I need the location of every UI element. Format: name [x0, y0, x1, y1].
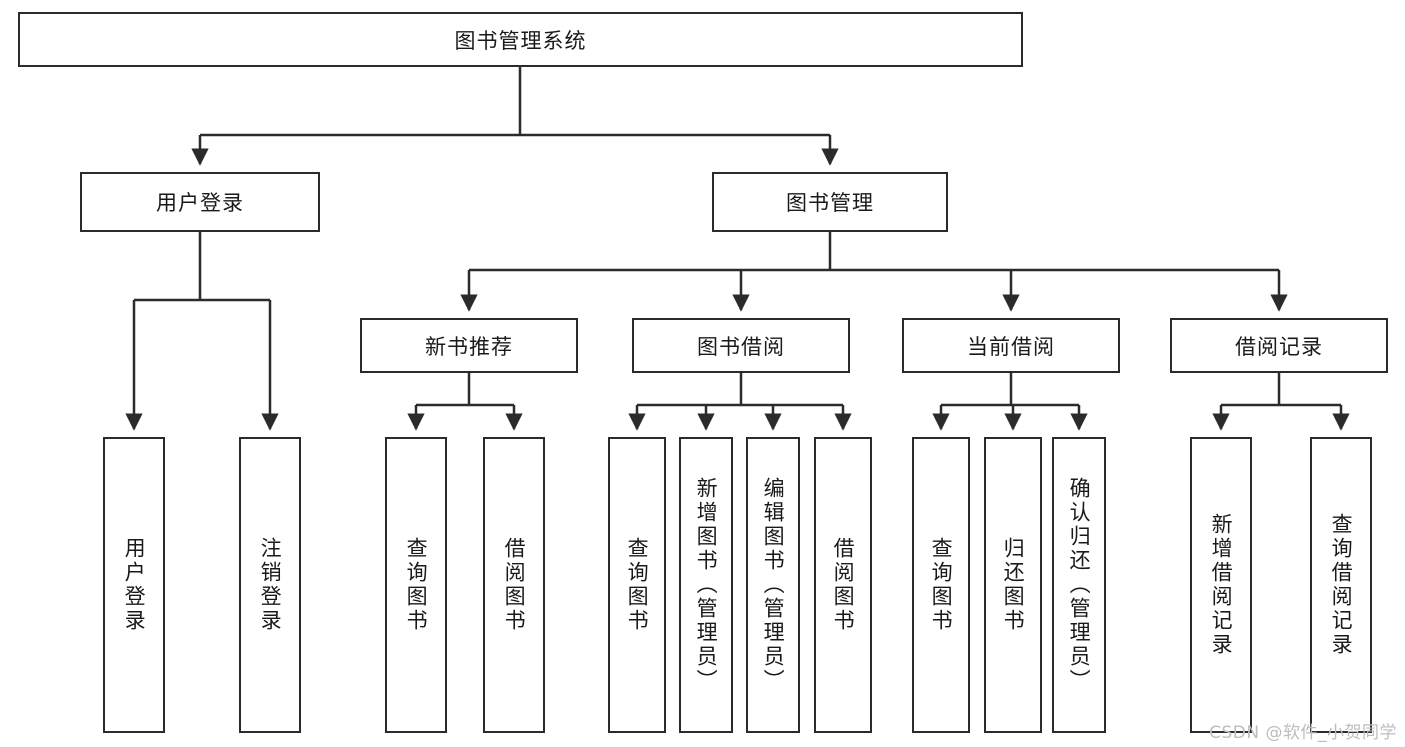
- node-leaf-confirm-return-admin-label: 确认归还（管理员）: [1067, 477, 1092, 693]
- node-current-borrow[interactable]: 当前借阅: [902, 318, 1120, 373]
- node-leaf-query-book-2[interactable]: 查询图书: [608, 437, 666, 733]
- node-new-book-rec-label: 新书推荐: [425, 334, 513, 359]
- node-leaf-query-book-2-label: 查询图书: [625, 537, 650, 633]
- node-leaf-borrow-book-1[interactable]: 借阅图书: [483, 437, 545, 733]
- node-leaf-query-book-3[interactable]: 查询图书: [912, 437, 970, 733]
- node-current-borrow-label: 当前借阅: [967, 334, 1055, 359]
- node-leaf-user-logout[interactable]: 注销登录: [239, 437, 301, 733]
- node-leaf-add-borrow-record-label: 新增借阅记录: [1209, 513, 1234, 657]
- node-leaf-borrow-book-2-label: 借阅图书: [831, 537, 856, 633]
- node-leaf-add-borrow-record[interactable]: 新增借阅记录: [1190, 437, 1252, 733]
- node-leaf-confirm-return-admin[interactable]: 确认归还（管理员）: [1052, 437, 1106, 733]
- node-leaf-query-borrow-record-label: 查询借阅记录: [1329, 513, 1354, 657]
- node-leaf-borrow-book-2[interactable]: 借阅图书: [814, 437, 872, 733]
- node-book-borrow[interactable]: 图书借阅: [632, 318, 850, 373]
- node-leaf-edit-book-admin[interactable]: 编辑图书（管理员）: [746, 437, 800, 733]
- node-root[interactable]: 图书管理系统: [18, 12, 1023, 67]
- node-book-manage-label: 图书管理: [786, 191, 874, 215]
- node-leaf-add-book-admin-label: 新增图书（管理员）: [694, 477, 719, 693]
- node-leaf-add-book-admin[interactable]: 新增图书（管理员）: [679, 437, 733, 733]
- node-user-login[interactable]: 用户登录: [80, 172, 320, 232]
- node-leaf-user-login-label: 用户登录: [122, 537, 147, 633]
- node-leaf-query-borrow-record[interactable]: 查询借阅记录: [1310, 437, 1372, 733]
- node-leaf-borrow-book-1-label: 借阅图书: [502, 537, 527, 633]
- csdn-watermark: CSDN @软件_小贺同学: [1209, 723, 1397, 743]
- node-leaf-query-book-1[interactable]: 查询图书: [385, 437, 447, 733]
- node-leaf-query-book-3-label: 查询图书: [929, 537, 954, 633]
- node-borrow-record[interactable]: 借阅记录: [1170, 318, 1388, 373]
- node-root-label: 图书管理系统: [454, 28, 587, 53]
- node-book-manage[interactable]: 图书管理: [712, 172, 948, 232]
- node-borrow-record-label: 借阅记录: [1235, 334, 1323, 359]
- node-new-book-rec[interactable]: 新书推荐: [360, 318, 578, 373]
- node-leaf-edit-book-admin-label: 编辑图书（管理员）: [761, 477, 786, 693]
- node-user-login-label: 用户登录: [156, 191, 244, 215]
- node-book-borrow-label: 图书借阅: [697, 334, 785, 359]
- node-leaf-user-login[interactable]: 用户登录: [103, 437, 165, 733]
- node-leaf-query-book-1-label: 查询图书: [404, 537, 429, 633]
- node-leaf-return-book[interactable]: 归还图书: [984, 437, 1042, 733]
- node-leaf-user-logout-label: 注销登录: [258, 537, 283, 633]
- node-leaf-return-book-label: 归还图书: [1001, 537, 1026, 633]
